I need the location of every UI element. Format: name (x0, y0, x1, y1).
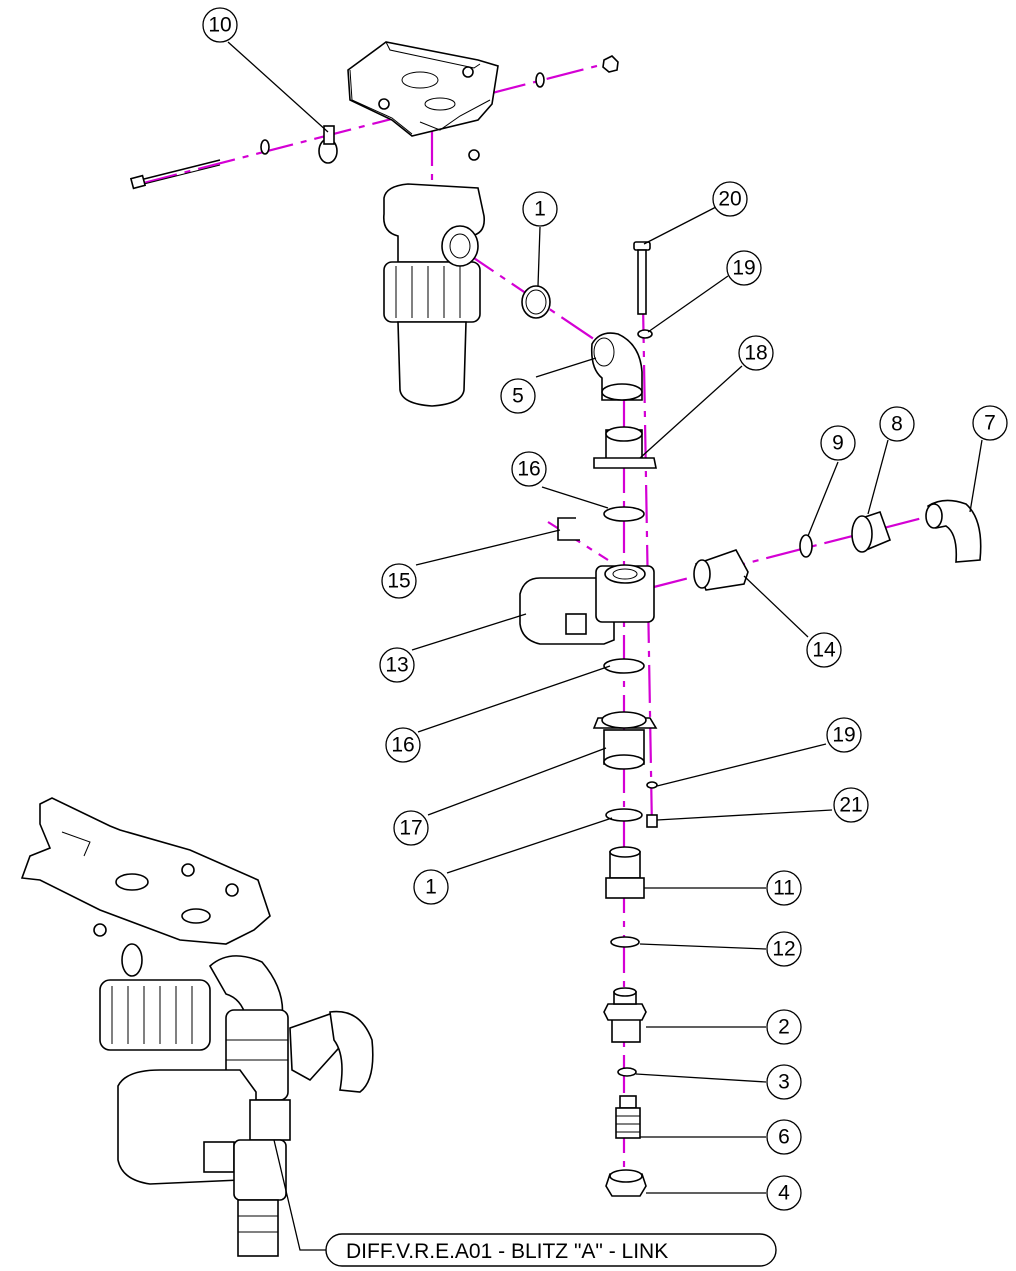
balloon-18-label: 18 (744, 342, 767, 365)
caption-callout: DIFF.V.R.E.A01 - BLITZ "A" - LINK (325, 1233, 777, 1267)
mounting-bracket (347, 41, 499, 137)
assembled-view (20, 797, 374, 1257)
o-ring-1-bottom (605, 808, 643, 822)
long-bolt (129, 159, 221, 190)
balloon-10: 10 (202, 7, 238, 43)
balloon-9: 9 (820, 425, 856, 461)
balloon-16-top-label: 16 (517, 458, 540, 481)
balloon-19-top: 19 (726, 250, 762, 286)
balloon-9-label: 9 (832, 432, 844, 455)
balloon-15-label: 15 (387, 570, 410, 593)
balloon-20: 20 (712, 181, 748, 217)
balloon-1-bottom-label: 1 (425, 876, 437, 899)
balloon-12: 12 (766, 931, 802, 967)
balloon-14-label: 14 (812, 639, 836, 662)
balloon-11: 11 (766, 870, 802, 906)
o-ring-12 (610, 936, 640, 948)
balloon-4-label: 4 (778, 1182, 790, 1205)
o-ring-9 (799, 534, 813, 558)
elbow-7 (925, 499, 982, 563)
balloon-1-bottom: 1 (413, 869, 449, 905)
balloon-1-top-label: 1 (534, 198, 546, 221)
balloon-6-label: 6 (778, 1126, 790, 1149)
balloon-11-label: 11 (773, 877, 795, 900)
balloon-5: 5 (500, 378, 536, 414)
balloon-2-label: 2 (778, 1016, 790, 1039)
flange-18 (593, 426, 657, 469)
balloon-10-label: 10 (208, 14, 231, 37)
o-ring-16-top (603, 506, 645, 522)
balloon-16-bottom-label: 16 (391, 734, 414, 757)
hex-nut (602, 55, 619, 73)
balloon-8: 8 (879, 406, 915, 442)
washer-nut (535, 72, 545, 88)
balloon-16-top: 16 (511, 451, 547, 487)
fitting-11 (605, 846, 645, 899)
o-ring-16-bottom (603, 658, 645, 674)
nut-8 (851, 510, 892, 553)
balloon-7: 7 (972, 405, 1008, 441)
balloon-17-label: 17 (399, 817, 422, 840)
balloon-1-top: 1 (522, 191, 558, 227)
balloon-17: 17 (393, 810, 429, 846)
flange-17 (592, 711, 658, 770)
filter-body (382, 183, 486, 407)
balloon-21: 21 (833, 787, 869, 823)
nut-21 (646, 814, 658, 828)
bolt-20 (633, 241, 651, 315)
clip-15-axis (547, 521, 609, 561)
balloon-14: 14 (806, 632, 842, 668)
leader-lines (227, 41, 983, 1251)
balloon-3: 3 (766, 1064, 802, 1100)
washer-19-bottom (646, 781, 658, 789)
motor-valve-13 (519, 564, 655, 645)
balloon-12-label: 12 (772, 938, 795, 961)
bracket-screw (468, 149, 480, 161)
balloon-2: 2 (766, 1009, 802, 1045)
fitting-2 (603, 987, 647, 1043)
balloon-4: 4 (766, 1175, 802, 1211)
nut-4 (605, 1169, 647, 1197)
caption-text: DIFF.V.R.E.A01 - BLITZ "A" - LINK (346, 1240, 668, 1263)
balloon-13-label: 13 (385, 654, 408, 677)
balloon-7-label: 7 (984, 412, 996, 435)
balloon-16-bottom: 16 (385, 727, 421, 763)
balloon-19-top-label: 19 (732, 257, 755, 280)
balloon-20-label: 20 (718, 188, 741, 211)
pipe-clamp-10 (318, 125, 338, 164)
balloon-6: 6 (766, 1119, 802, 1155)
o-ring-3 (617, 1067, 637, 1077)
hose-tail-6 (615, 1095, 641, 1139)
clip-15 (557, 517, 580, 541)
adapter-14 (693, 549, 749, 591)
balloon-19-bottom-label: 19 (832, 724, 855, 747)
balloon-5-label: 5 (512, 385, 524, 408)
balloon-21-label: 21 (839, 794, 862, 817)
bracket-bolt-axis (139, 60, 613, 186)
balloon-8-label: 8 (891, 413, 903, 436)
washer-bolt (260, 139, 270, 155)
balloon-15: 15 (381, 563, 417, 599)
bolt-20-axis (640, 244, 654, 831)
balloon-19-bottom: 19 (826, 717, 862, 753)
balloon-18: 18 (738, 335, 774, 371)
balloon-13: 13 (379, 647, 415, 683)
elbow-5 (590, 332, 643, 401)
balloon-3-label: 3 (778, 1071, 790, 1094)
